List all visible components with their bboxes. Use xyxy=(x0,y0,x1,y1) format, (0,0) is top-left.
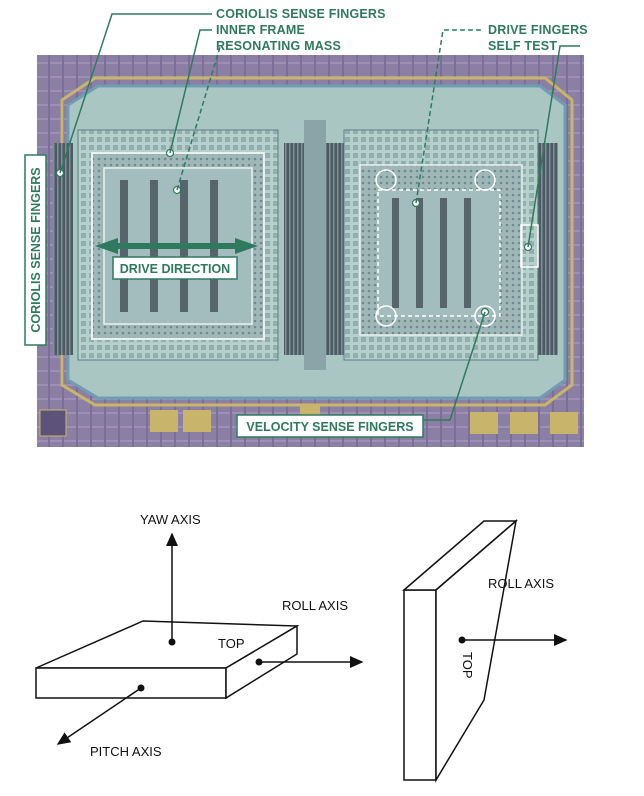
label-drive-direction-box: DRIVE DIRECTION xyxy=(112,256,238,280)
label-resonating-mass: RESONATING MASS xyxy=(216,39,341,53)
upright-box-front xyxy=(403,589,437,781)
pitch-axis-arrow xyxy=(56,687,142,745)
drive-direction-arrows xyxy=(95,238,258,254)
upright-box-side xyxy=(435,519,518,783)
center-divider xyxy=(304,120,326,370)
flat-axis-origins xyxy=(137,638,263,692)
label-drive-direction: DRIVE DIRECTION xyxy=(120,262,230,276)
label-coriolis-side-box: CORIOLIS SENSE FINGERS xyxy=(24,154,47,346)
flat-box-front xyxy=(35,667,227,699)
label-velocity-sense-box: VELOCITY SENSE FINGERS xyxy=(236,414,424,438)
flat-orientation-diagram xyxy=(35,532,364,745)
right-mass-beams xyxy=(392,198,471,308)
label-self-test: SELF TEST xyxy=(488,39,557,53)
anchor-circle-bottom-left xyxy=(375,305,397,327)
label-top-upright: TOP xyxy=(460,652,475,679)
label-yaw-axis: YAW AXIS xyxy=(140,512,201,527)
chip-micrograph xyxy=(37,13,584,447)
outer-trace-ring xyxy=(60,76,574,407)
label-coriolis-side: CORIOLIS SENSE FINGERS xyxy=(29,167,43,332)
upright-orientation-diagram xyxy=(401,519,568,783)
anchor-circle-bottom-right xyxy=(474,305,496,327)
label-coriolis-top: CORIOLIS SENSE FINGERS xyxy=(216,7,386,21)
label-pitch-axis: PITCH AXIS xyxy=(90,744,162,759)
label-top-flat: TOP xyxy=(218,636,245,651)
label-drive-fingers: DRIVE FINGERS xyxy=(488,23,588,37)
self-test-box xyxy=(520,224,539,268)
anchor-circle-top-left xyxy=(375,169,397,191)
right-sense-finger-bar xyxy=(326,143,344,355)
label-inner-frame: INNER FRAME xyxy=(216,23,305,37)
label-velocity-sense: VELOCITY SENSE FINGERS xyxy=(246,420,413,434)
anchor-circle-top-right xyxy=(474,169,496,191)
callout-lines xyxy=(59,13,580,421)
left-sense-finger-bar-inner xyxy=(284,143,304,355)
bond-pads xyxy=(39,405,578,437)
left-sense-finger-bar xyxy=(53,143,73,355)
label-roll-axis-flat: ROLL AXIS xyxy=(282,598,348,613)
right-sense-finger-bar-outer xyxy=(538,143,558,355)
upright-axis-origin xyxy=(458,636,466,644)
label-roll-axis-upright: ROLL AXIS xyxy=(488,576,554,591)
